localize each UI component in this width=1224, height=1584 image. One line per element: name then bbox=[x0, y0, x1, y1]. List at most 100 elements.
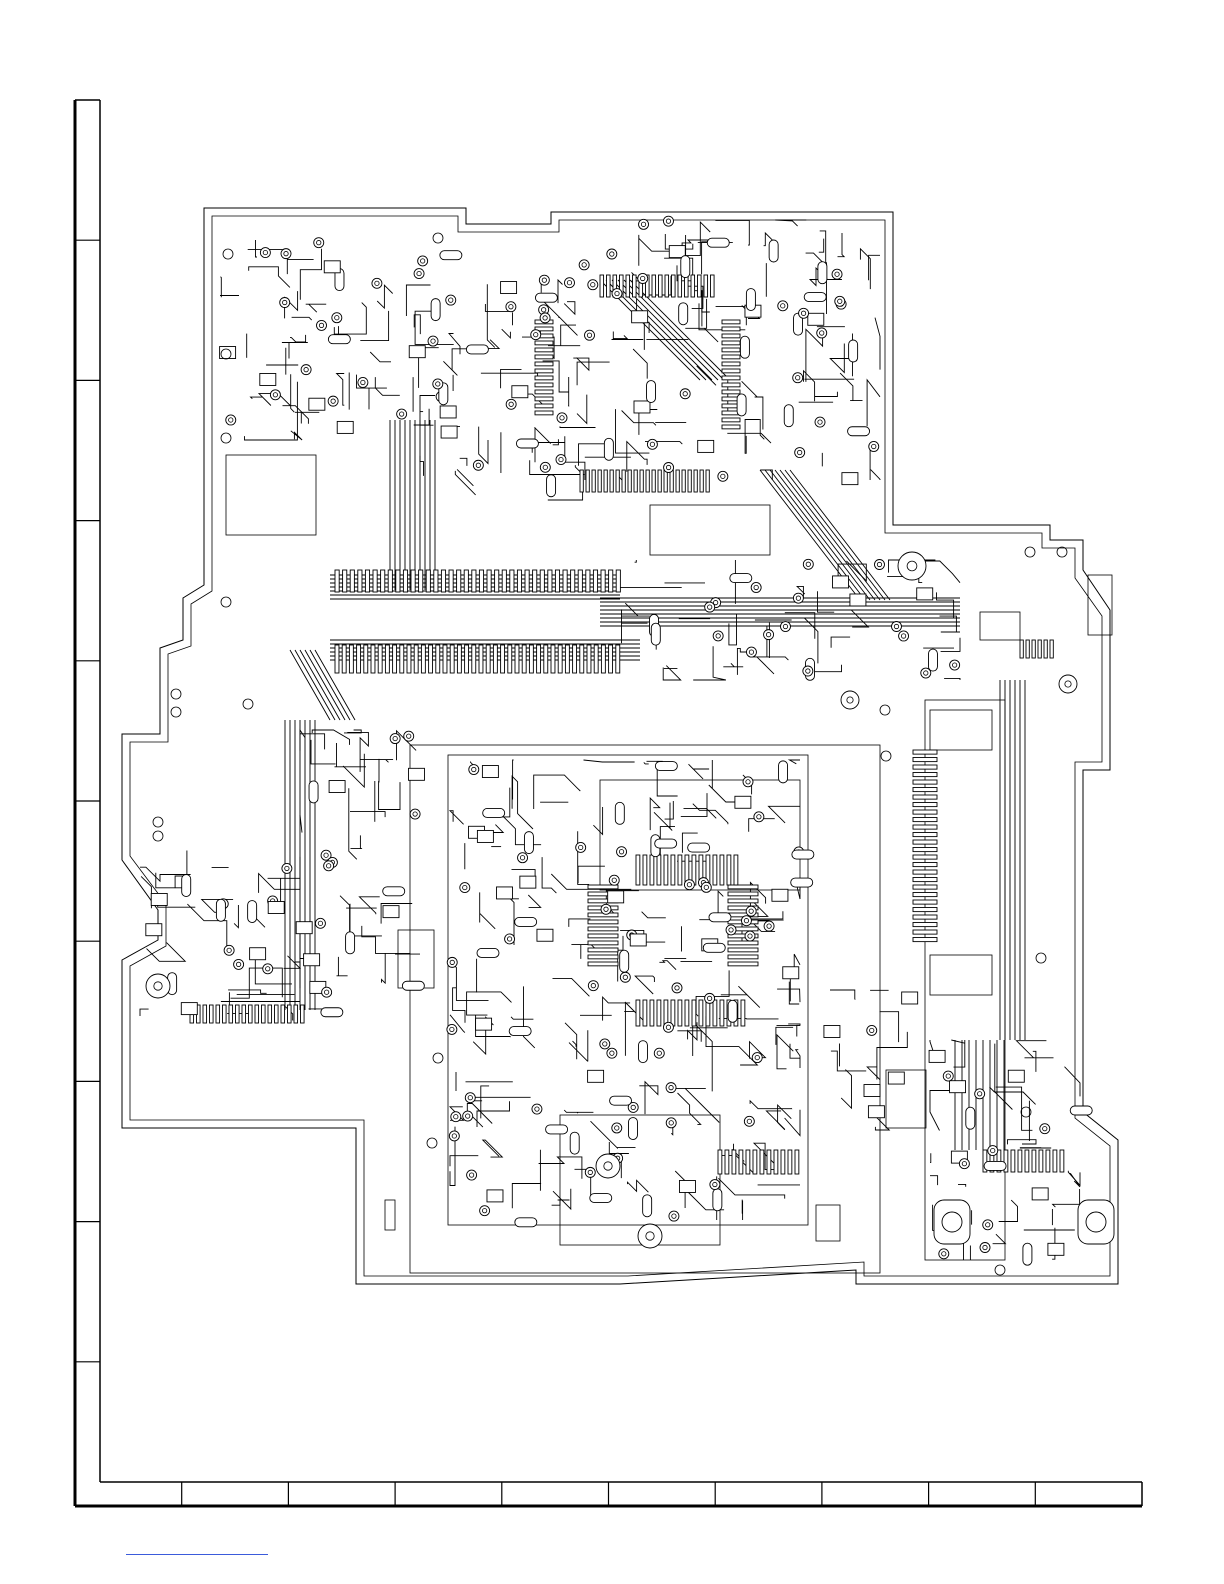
component-footprint bbox=[833, 576, 849, 588]
via-pad bbox=[752, 1053, 762, 1063]
ic-pin-pad bbox=[727, 855, 731, 885]
copper-trace bbox=[613, 332, 627, 339]
ic-pin-pad bbox=[350, 570, 354, 592]
ic-pin-pad bbox=[760, 1150, 764, 1174]
ic-pin-pad bbox=[580, 470, 583, 492]
ic-pin-pad bbox=[659, 275, 663, 297]
copper-trace bbox=[635, 560, 637, 562]
component-footprint bbox=[783, 967, 799, 979]
via-pad bbox=[793, 593, 803, 603]
ic-pin-pad bbox=[607, 275, 611, 297]
via-pad bbox=[480, 1206, 490, 1216]
copper-trace bbox=[573, 358, 589, 371]
ic-pin-pad bbox=[601, 645, 605, 673]
ic-pin-pad bbox=[588, 927, 618, 931]
copper-trace bbox=[558, 280, 563, 303]
ic-pin-pad bbox=[479, 645, 483, 673]
via-pad bbox=[867, 1025, 877, 1035]
ic-pin-pad bbox=[343, 570, 347, 592]
component-footprint bbox=[864, 1085, 880, 1097]
copper-trace bbox=[627, 442, 647, 472]
ic-pin-pad bbox=[268, 1005, 272, 1023]
copper-trace bbox=[370, 352, 391, 362]
ic-pin-pad bbox=[720, 1000, 724, 1026]
component-footprint bbox=[902, 992, 918, 1004]
ic-pin-pad bbox=[913, 833, 937, 837]
via-pad bbox=[314, 238, 324, 248]
smd-pad bbox=[784, 405, 793, 427]
ic-pin-pad bbox=[722, 320, 740, 324]
ic-pin-pad bbox=[515, 645, 519, 673]
smd-pad bbox=[477, 948, 499, 957]
ic-pin-pad bbox=[381, 570, 385, 592]
copper-trace bbox=[481, 373, 538, 379]
via-pad bbox=[869, 441, 879, 451]
smd-pad bbox=[483, 808, 505, 817]
copper-trace bbox=[693, 1022, 713, 1092]
smd-pad bbox=[515, 917, 537, 926]
smd-pad bbox=[328, 335, 350, 344]
via-pad bbox=[531, 330, 541, 340]
copper-trace bbox=[487, 284, 495, 347]
copper-trace bbox=[999, 1200, 1018, 1221]
copper-trace bbox=[699, 303, 745, 329]
smd-pad bbox=[383, 887, 405, 896]
large-pad bbox=[596, 1154, 620, 1178]
ic-pin-pad bbox=[385, 645, 389, 673]
copper-trace bbox=[474, 1097, 530, 1101]
ic-pin-pad bbox=[571, 570, 575, 592]
mounting-hole bbox=[433, 1053, 443, 1063]
component-footprint bbox=[409, 346, 425, 358]
ic-pin-pad bbox=[913, 758, 937, 762]
smd-pad bbox=[651, 623, 660, 645]
component-footprint bbox=[181, 1003, 197, 1015]
copper-trace bbox=[573, 1041, 577, 1047]
smd-pad bbox=[737, 394, 746, 416]
via-pad bbox=[710, 1180, 720, 1190]
smd-pad bbox=[615, 802, 624, 824]
via-pad bbox=[620, 972, 630, 982]
ic-pin-pad bbox=[535, 376, 553, 380]
via-pad bbox=[263, 964, 273, 974]
copper-trace bbox=[337, 957, 348, 976]
ic-pin-pad bbox=[588, 941, 618, 945]
ic-pin-pad bbox=[913, 825, 937, 829]
ic-pin-pad bbox=[407, 645, 411, 673]
ic-pin-pad bbox=[426, 570, 430, 592]
ic-pin-pad bbox=[636, 855, 640, 885]
ic-pin-pad bbox=[419, 570, 423, 592]
ic-pin-pad bbox=[1011, 1150, 1015, 1172]
ic-pin-pad bbox=[537, 645, 541, 673]
diagonal-bus-trace bbox=[295, 650, 335, 720]
copper-trace bbox=[880, 1012, 899, 1042]
via-pad bbox=[317, 320, 327, 330]
diagonal-bus-trace bbox=[780, 470, 880, 600]
ic-pin-pad bbox=[671, 1000, 675, 1026]
smd-pad bbox=[524, 832, 533, 854]
ic-pin-pad bbox=[588, 955, 618, 959]
copper-trace bbox=[1065, 1067, 1081, 1097]
copper-trace bbox=[553, 1189, 571, 1209]
copper-trace bbox=[564, 302, 575, 315]
ic-pin-pad bbox=[535, 362, 553, 366]
copper-trace bbox=[777, 1035, 793, 1069]
smd-pad bbox=[769, 240, 778, 262]
ic-pin-pad bbox=[529, 645, 533, 673]
ic-pin-pad bbox=[728, 962, 758, 966]
ic-pin-pad bbox=[722, 390, 740, 394]
copper-trace bbox=[263, 382, 298, 440]
footer-link-underline[interactable] bbox=[126, 1554, 268, 1555]
mounting-hole bbox=[153, 817, 163, 827]
ic-pin-pad bbox=[551, 645, 555, 673]
ic-pin-pad bbox=[393, 645, 397, 673]
diagonal-bus-trace bbox=[765, 470, 865, 600]
ic-pin-pad bbox=[728, 885, 758, 889]
via-pad bbox=[557, 413, 567, 423]
via-pad bbox=[540, 313, 550, 323]
component-footprint bbox=[309, 398, 325, 410]
ic-pin-pad bbox=[535, 355, 553, 359]
copper-trace bbox=[560, 426, 596, 427]
copper-trace bbox=[693, 646, 726, 680]
copper-trace bbox=[480, 892, 496, 928]
ic-pin-pad bbox=[465, 645, 469, 673]
